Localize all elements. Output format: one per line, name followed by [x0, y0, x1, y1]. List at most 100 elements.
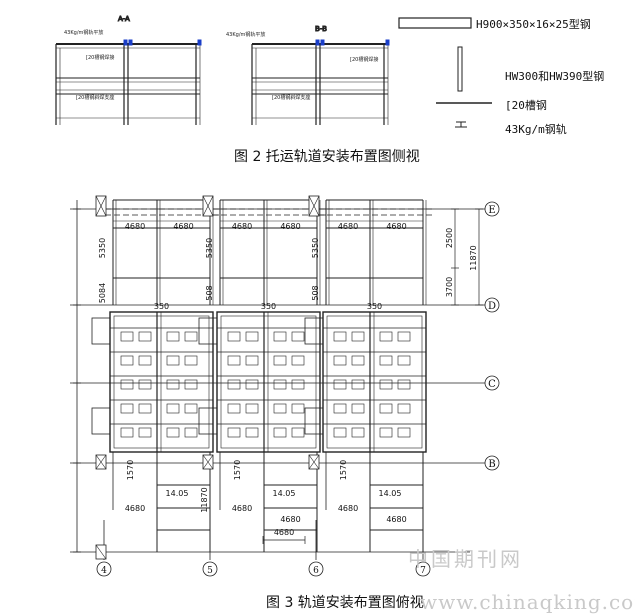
- axis-label-d: D: [488, 301, 496, 312]
- cell-box: [184, 427, 198, 438]
- dim-508: 508: [205, 285, 214, 300]
- dim-3700: 3700: [445, 277, 454, 297]
- span-label-right: 4680: [386, 222, 406, 231]
- cell-box: [379, 355, 393, 366]
- legend-channel-label: [20槽钢: [505, 99, 547, 112]
- axis-bubble-4: [96, 561, 112, 577]
- lower-frame-inner: [326, 315, 423, 449]
- cell-box: [184, 379, 198, 390]
- bottom-label-b: [20槽钢斜焊支座: [272, 94, 310, 101]
- cell-box: [120, 331, 134, 342]
- post-cross: [202, 195, 214, 217]
- lower-frame-inner: [113, 315, 210, 449]
- cell-box: [379, 331, 393, 342]
- ext-span-right: 4680: [280, 515, 300, 524]
- cell-box: [273, 379, 287, 390]
- lower-frame-inner: [220, 315, 317, 449]
- dim-14-05: 14.05: [273, 489, 296, 498]
- axis-label-b: B: [488, 459, 495, 470]
- dim-350: 350: [261, 302, 276, 311]
- vertical-column-rect-icon: [457, 46, 463, 92]
- side-view-a-a: A-A 43Kg/m钢轨平放 [20槽钢焊接 [20槽钢斜焊支座: [55, 15, 202, 125]
- axis-bubbles: [96, 201, 500, 577]
- dim-5350: 5350: [205, 238, 214, 258]
- dim-11870-right: 11870: [469, 245, 478, 270]
- cell-box: [273, 355, 287, 366]
- section-b-title: B-B: [315, 25, 327, 33]
- span-label-right: 4680: [173, 222, 193, 231]
- rail-label-a: 43Kg/m钢轨平放: [64, 29, 103, 36]
- post-cross: [202, 454, 214, 470]
- dim-2500: 2500: [445, 228, 454, 248]
- cell-box: [397, 403, 411, 414]
- cell-box: [333, 427, 347, 438]
- cell-box: [291, 427, 305, 438]
- cell-box: [351, 355, 365, 366]
- rail-profile-icon: [455, 121, 467, 128]
- figure-3-caption: 图 3 轨道安装布置图俯视: [266, 595, 424, 611]
- axis-label-c: C: [488, 379, 496, 390]
- cell-box: [120, 379, 134, 390]
- cell-box: [291, 331, 305, 342]
- side-bay: [91, 407, 111, 435]
- cell-box: [245, 331, 259, 342]
- dim-1570: 1570: [339, 460, 348, 480]
- cell-box: [120, 403, 134, 414]
- span-label-right: 4680: [280, 222, 300, 231]
- cell-box: [397, 331, 411, 342]
- h-beam-rect-icon: [398, 17, 472, 29]
- cell-box: [138, 427, 152, 438]
- cell-box: [291, 355, 305, 366]
- axis-label-7: 7: [420, 566, 426, 576]
- axis-label-4: 4: [101, 566, 107, 576]
- dim-11870-bottom: 11870: [200, 487, 209, 512]
- cell-box: [397, 355, 411, 366]
- axis-label-6: 6: [313, 566, 319, 576]
- dim-1570: 1570: [233, 460, 242, 480]
- cell-box: [138, 379, 152, 390]
- cell-box: [379, 403, 393, 414]
- legend-icons: [398, 17, 492, 128]
- figure-2-caption: 图 2 托运轨道安装布置图侧视: [234, 149, 420, 165]
- cell-box: [351, 331, 365, 342]
- bottom-span-dim: [262, 536, 306, 544]
- legend-hw-label: HW300和HW390型钢: [505, 70, 605, 83]
- lower-frame: [109, 311, 214, 453]
- post-cross: [95, 454, 107, 470]
- cell-box: [166, 355, 180, 366]
- axis-bubble-c: [484, 375, 500, 391]
- span-label-left: 4680: [125, 222, 145, 231]
- watermark-cn: 中国期刊网: [408, 547, 523, 571]
- lower-frame: [216, 311, 321, 453]
- dim-350: 350: [367, 302, 382, 311]
- span-label-left: 4680: [338, 222, 358, 231]
- legend-h-beam-label: H900×350×16×25型钢: [476, 18, 591, 31]
- right-dimensions: [451, 208, 483, 306]
- cell-box: [245, 427, 259, 438]
- side-bay: [304, 317, 324, 345]
- cell-box: [245, 355, 259, 366]
- ext-span-left: 4680: [232, 504, 252, 513]
- cell-box: [120, 355, 134, 366]
- post-cross: [308, 454, 320, 470]
- axis-bubble-e: [484, 201, 500, 217]
- cell-box: [184, 403, 198, 414]
- cell-box: [273, 331, 287, 342]
- dim-5350: 5350: [311, 238, 320, 258]
- span-label-left: 4680: [232, 222, 252, 231]
- axis-bubble-5: [202, 561, 218, 577]
- cell-box: [291, 403, 305, 414]
- cell-box: [227, 331, 241, 342]
- lower-frame: [322, 311, 427, 453]
- ext-span-right: 4680: [386, 515, 406, 524]
- side-bay: [91, 317, 111, 345]
- section-a-title: A-A: [118, 15, 130, 23]
- cell-box: [351, 403, 365, 414]
- cell-box: [227, 379, 241, 390]
- cell-box: [227, 355, 241, 366]
- cell-box: [273, 403, 287, 414]
- side-view-b-b: B-B 43Kg/m钢轨平放 [20槽钢焊接 [20槽钢斜焊支座: [226, 25, 390, 125]
- cell-box: [166, 403, 180, 414]
- post-cross: [95, 544, 107, 560]
